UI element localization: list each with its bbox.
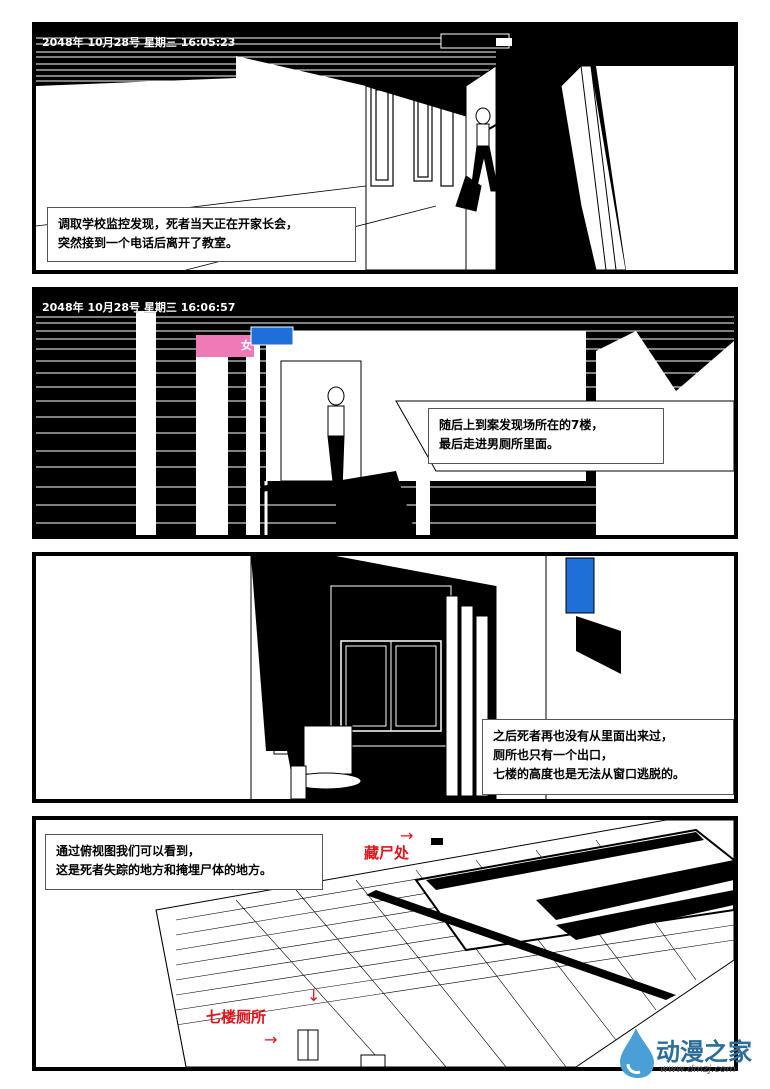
person-figure [455, 107, 502, 212]
watermark-url: www.dmzj.com [660, 1064, 736, 1075]
panel-3-restroom: 之后死者再也没有从里面出来过， 厕所也只有一个出口， 七楼的高度也是无法从窗口逃… [32, 552, 738, 803]
panel-1-corridor: 2048年 10月28号 星期三 16:05:23 调取学校监控发现，死者当天正… [32, 22, 738, 274]
seventh-floor-illustration [36, 291, 734, 535]
caption-line: 突然接到一个电话后离开了教室。 [58, 236, 239, 250]
caption-line: 调取学校监控发现，死者当天正在开家长会， [58, 217, 299, 231]
watermark-drop-logo [620, 1028, 654, 1078]
caption-line: 七楼的高度也是无法从窗口逃脱的。 [493, 767, 686, 781]
arrow-right-icon: → [264, 1030, 278, 1049]
timestamp: 2048年 10月28号 星期三 16:05:23 [42, 36, 236, 49]
toilet-label: 七楼厕所 [206, 1008, 267, 1026]
caption-line: 之后死者再也没有从里面出来过， [493, 729, 674, 743]
hidden-body-label: 藏尸处 [364, 844, 410, 862]
watermark-text: 动漫之家 [656, 1038, 752, 1066]
panel-2-seventh-floor: 2048年 10月28号 星期三 16:06:57 女 随后上到案发现场所在的7… [32, 287, 738, 539]
caption-line: 通过俯视图我们可以看到， [56, 844, 201, 858]
timestamp: 2048年 10月28号 星期三 16:06:57 [42, 301, 236, 314]
female-restroom-sign: 女 [241, 339, 252, 352]
caption-box: 之后死者再也没有从里面出来过， 厕所也只有一个出口， 七楼的高度也是无法从窗口逃… [482, 719, 734, 795]
caption-box: 通过俯视图我们可以看到， 这是死者失踪的地方和掩埋尸体的地方。 [45, 834, 323, 890]
arrow-right-icon: → [400, 826, 414, 845]
caption-box: 随后上到案发现场所在的7楼， 最后走进男厕所里面。 [428, 408, 664, 464]
caption-line: 随后上到案发现场所在的7楼， [439, 418, 604, 432]
arrow-down-icon: ↓ [307, 986, 321, 1005]
panel-4-overhead-view: 通过俯视图我们可以看到， 这是死者失踪的地方和掩埋尸体的地方。 → 藏尸处 ↓ … [32, 816, 738, 1071]
caption-line: 厕所也只有一个出口， [493, 748, 614, 762]
caption-box: 调取学校监控发现，死者当天正在开家长会， 突然接到一个电话后离开了教室。 [47, 207, 356, 262]
caption-line: 最后走进男厕所里面。 [439, 437, 560, 451]
overhead-building-illustration [36, 820, 734, 1067]
person-figure [260, 386, 345, 494]
caption-line: 这是死者失踪的地方和掩埋尸体的地方。 [56, 863, 273, 877]
